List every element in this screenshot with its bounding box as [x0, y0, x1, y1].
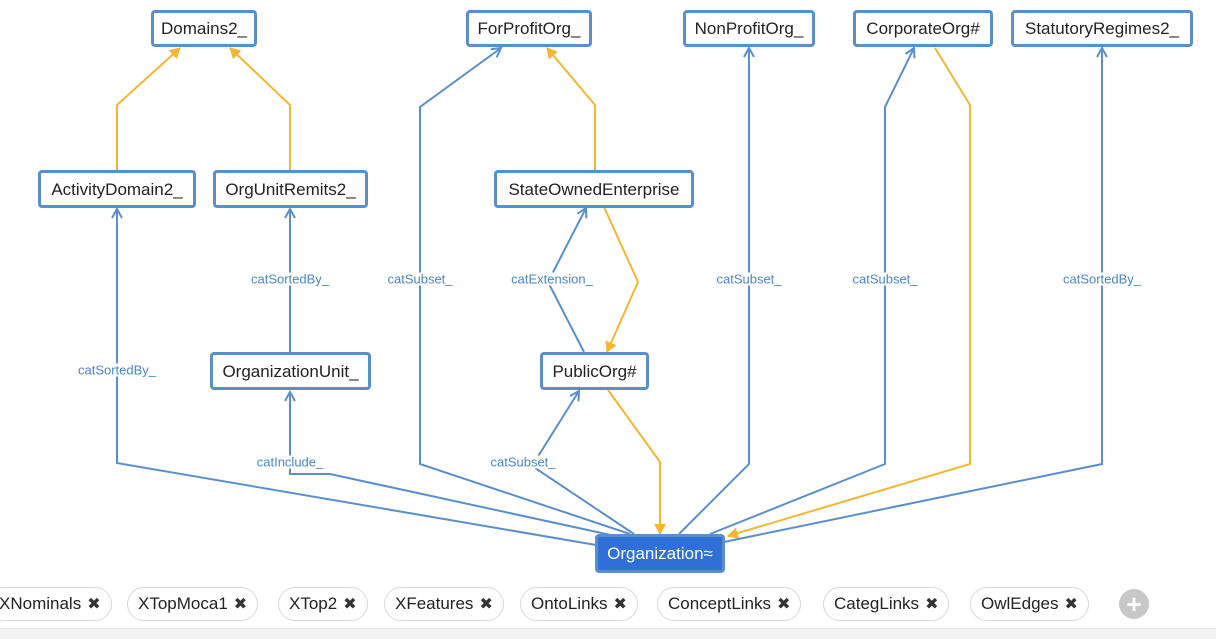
node-forprofitorg[interactable]: ForProfitOrg_: [466, 10, 592, 47]
edge-orgunitremits-to-domains: [229, 47, 291, 172]
node-publicorg[interactable]: PublicOrg#: [540, 352, 649, 390]
edge-label-org-statutory: catSortedBy_: [1060, 271, 1144, 287]
node-activitydomain2[interactable]: ActivityDomain2_: [38, 170, 196, 208]
close-icon[interactable]: ✖: [1064, 596, 1078, 613]
edge-organization-to-orgunit: [290, 392, 621, 538]
edge-label-org-activitydomain: catSortedBy_: [75, 362, 159, 378]
close-icon[interactable]: ✖: [343, 596, 357, 613]
tab-label: XTopMoca1: [138, 594, 228, 613]
edge-soe-to-publicorg: [603, 206, 640, 353]
node-corporateorg[interactable]: CorporateOrg#: [853, 10, 993, 47]
edge-label-org-orgunit: catInclude_: [254, 454, 326, 470]
node-orgunitremits2[interactable]: OrgUnitRemits2_: [213, 170, 368, 208]
node-stateownedenterprise[interactable]: StateOwnedEnterprise: [494, 170, 694, 208]
close-icon[interactable]: ✖: [777, 596, 791, 613]
close-icon[interactable]: ✖: [87, 596, 101, 613]
edge-publicorg-to-organization: [607, 389, 666, 535]
edge-soe-to-forprofit: [546, 47, 596, 172]
tab-xnominals[interactable]: XNominals ✖: [0, 587, 112, 621]
node-organization[interactable]: Organization≈: [595, 534, 725, 573]
tab-label: XTop2: [289, 594, 338, 613]
tab-categlinks[interactable]: CategLinks ✖: [823, 587, 950, 621]
node-organizationunit[interactable]: OrganizationUnit_: [210, 352, 371, 390]
edge-organization-to-corporate-blue: [709, 48, 914, 535]
edge-label-org-corporate: catSubset_: [850, 271, 920, 287]
tab-owledges[interactable]: OwlEdges ✖: [970, 587, 1089, 621]
tab-xtop2[interactable]: XTop2 ✖: [278, 587, 368, 621]
edge-organization-to-forprofit: [419, 48, 631, 535]
edge-organization-to-activitydomain: [117, 209, 597, 546]
edge-organization-to-statutory: [723, 48, 1102, 543]
tab-label: OwlEdges: [981, 594, 1059, 613]
edge-label-org-forprofit: catSubset_: [385, 271, 455, 287]
graph-canvas: [0, 0, 1216, 546]
close-icon[interactable]: ✖: [613, 596, 627, 613]
close-icon[interactable]: ✖: [925, 596, 939, 613]
edge-label-org-nonprofit: catSubset_: [714, 271, 784, 287]
tab-label: CategLinks: [834, 594, 920, 613]
tab-label: XFeatures: [395, 594, 474, 613]
tab-label: ConceptLinks: [668, 594, 772, 613]
node-nonprofitorg[interactable]: NonProfitOrg_: [683, 10, 815, 47]
tab-label: OntoLinks: [531, 594, 608, 613]
edge-label-org-publicorg: catSubset_: [488, 454, 558, 470]
tab-bar: XNominals ✖ XTopMoca1 ✖ XTop2 ✖ XFeature…: [0, 582, 1216, 628]
tab-ontolinks[interactable]: OntoLinks ✖: [520, 587, 638, 621]
edge-organization-to-nonprofit: [678, 48, 749, 535]
tab-xfeatures[interactable]: XFeatures ✖: [384, 587, 504, 621]
edge-label-publicorg-soe: catExtension_: [509, 271, 595, 287]
edge-organization-to-corporate: [727, 47, 971, 539]
bottom-strip: [0, 628, 1216, 639]
tab-label: XNominals: [0, 594, 82, 613]
close-icon[interactable]: ✖: [479, 596, 493, 613]
node-statutoryregimes2[interactable]: StatutoryRegimes2_: [1011, 10, 1193, 47]
close-icon[interactable]: ✖: [233, 596, 248, 613]
tab-conceptlinks[interactable]: ConceptLinks ✖: [657, 587, 802, 621]
add-tab-icon[interactable]: +: [1119, 589, 1149, 619]
tab-xtopmoca1[interactable]: XTopMoca1 ✖: [127, 587, 259, 621]
node-domains2[interactable]: Domains2_: [151, 10, 257, 47]
edge-label-orgunit-orgunitremits: catSortedBy_: [248, 271, 332, 287]
edge-activitydomain-to-domains: [116, 47, 181, 172]
